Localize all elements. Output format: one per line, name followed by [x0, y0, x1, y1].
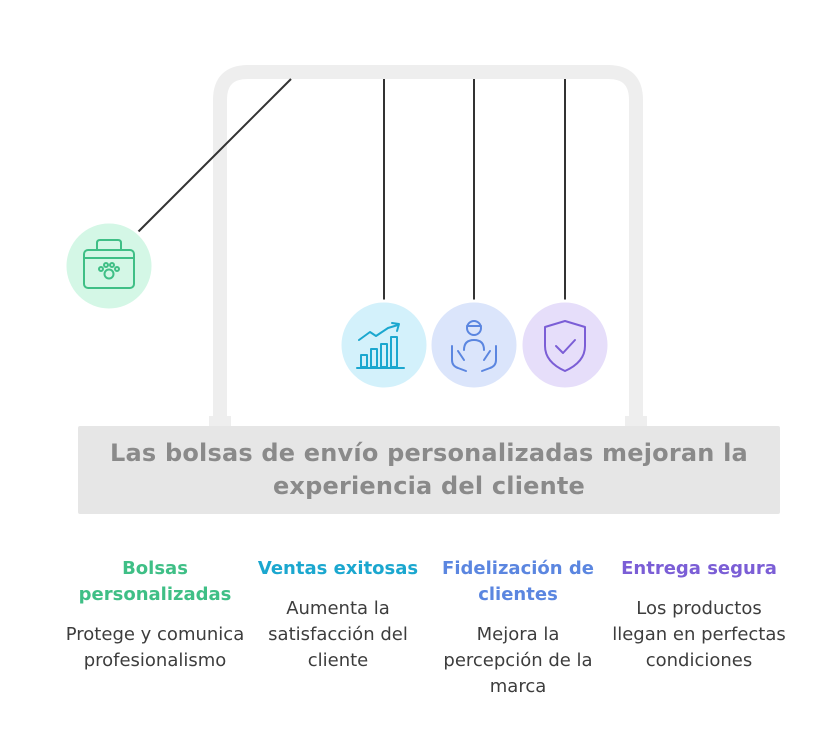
benefit-entrega: Entrega segura Los productos llegan en p… — [609, 556, 789, 674]
ball-entrega — [519, 299, 611, 391]
cradle-frame — [213, 65, 643, 427]
shield-check-icon — [544, 320, 586, 372]
benefit-fidelizacion: Fidelización de clientes Mejora la perce… — [428, 556, 608, 700]
ball-fidelizacion — [428, 299, 520, 391]
benefit-title: Bolsas personalizadas — [78, 558, 232, 605]
benefit-title: Entrega segura — [621, 558, 777, 579]
frame-foot-left — [209, 416, 231, 426]
ball-ventas — [338, 299, 430, 391]
frame-foot-right — [625, 416, 647, 426]
pet-bag-icon — [83, 239, 135, 289]
benefit-title: Fidelización de clientes — [442, 558, 594, 605]
benefit-description: Aumenta la satisfacción del cliente — [268, 598, 408, 671]
string-swinging — [137, 78, 292, 233]
benefit-description: Protege y comunica profesionalismo — [65, 624, 245, 671]
banner-text: Las bolsas de envío personalizadas mejor… — [110, 439, 748, 500]
growth-chart-icon — [356, 322, 405, 369]
benefit-title: Ventas exitosas — [257, 558, 419, 579]
benefit-ventas: Ventas exitosas Aumenta la satisfacción … — [248, 556, 428, 674]
benefit-bolsas: Bolsas personalizadas Protege y comunica… — [65, 556, 245, 674]
summary-banner: Las bolsas de envío personalizadas mejor… — [78, 426, 780, 514]
benefit-description: Los productos llegan en perfectas condic… — [612, 598, 786, 671]
benefit-description: Mejora la percepción de la marca — [443, 624, 593, 697]
customer-care-icon — [451, 320, 497, 372]
ball-bolsas — [63, 220, 155, 312]
